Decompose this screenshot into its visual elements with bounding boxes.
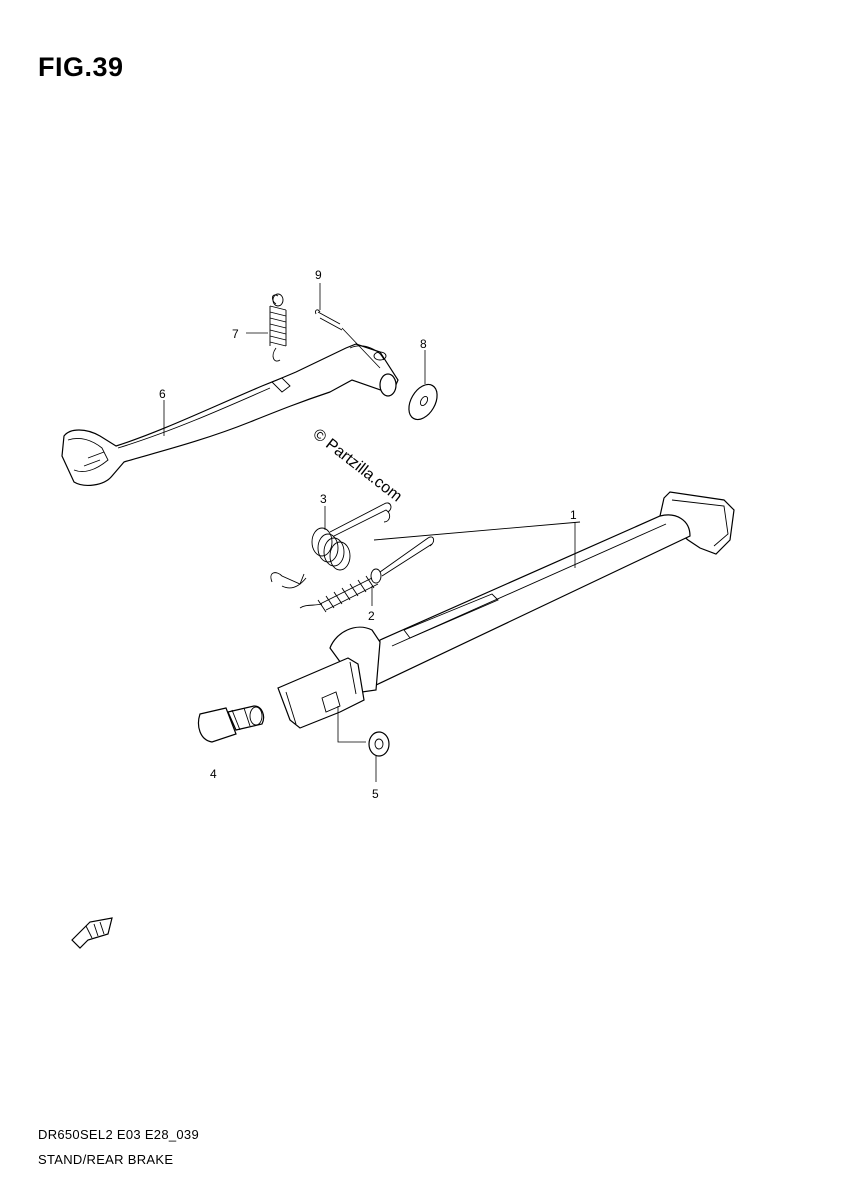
callout-6: 6 <box>159 387 166 401</box>
part-3-torsion-spring[interactable] <box>270 502 392 589</box>
callout-8: 8 <box>420 337 427 351</box>
callout-2: 2 <box>368 609 375 623</box>
part-1-side-stand[interactable] <box>277 491 735 782</box>
part-2-stand-spring[interactable] <box>299 536 435 613</box>
part-9-cotter-pin[interactable] <box>315 309 381 369</box>
callout-7: 7 <box>232 327 239 341</box>
part-8-washer[interactable] <box>403 380 443 425</box>
leader-lines <box>163 283 576 606</box>
callout-4: 4 <box>210 767 217 781</box>
footer-model-code: DR650SEL2 E03 E28_039 <box>38 1127 199 1142</box>
part-6-brake-pedal[interactable] <box>61 343 399 486</box>
callout-3: 3 <box>320 492 327 506</box>
figure-title: FIG.39 <box>38 52 124 82</box>
part-4-stand-bolt[interactable] <box>197 705 265 743</box>
callout-5: 5 <box>372 787 379 801</box>
callout-8-label-9: 9 <box>315 268 322 282</box>
footer-section-name: STAND/REAR BRAKE <box>38 1152 174 1167</box>
part-7-pedal-return-spring[interactable] <box>269 293 287 362</box>
callout-1: 1 <box>570 508 577 522</box>
part-5-nut[interactable] <box>368 731 390 757</box>
front-direction-arrow-icon <box>71 917 113 949</box>
